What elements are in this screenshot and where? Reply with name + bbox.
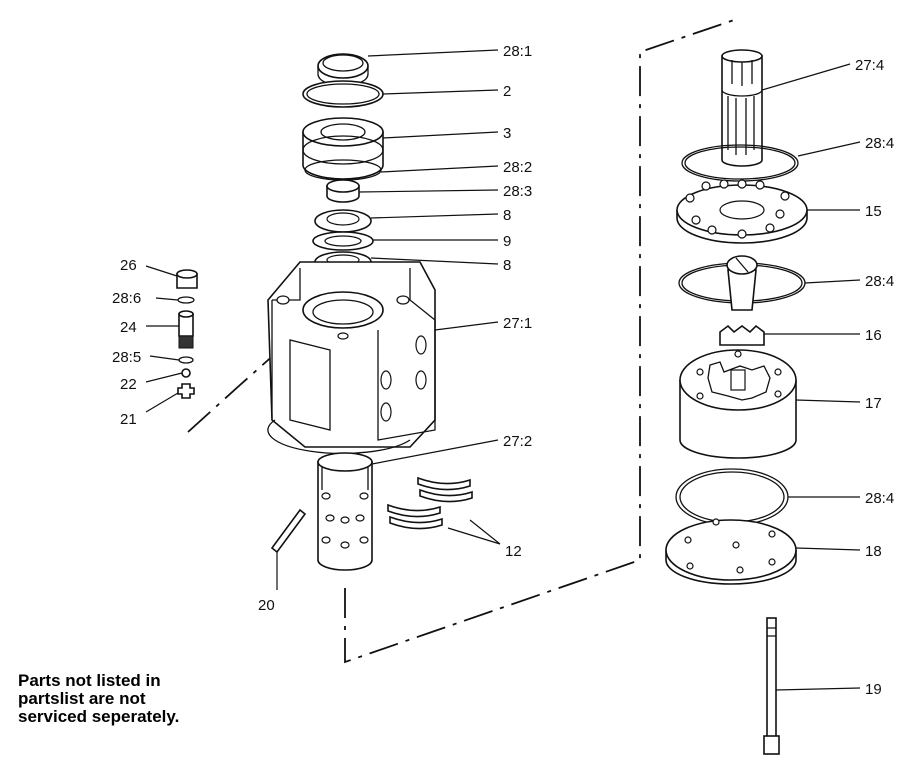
callout-26: 26	[120, 257, 137, 274]
gear-ring-17	[679, 349, 797, 459]
callout-8-upper: 8	[503, 207, 511, 224]
callout-12: 12	[505, 543, 522, 560]
callout-24: 24	[120, 319, 137, 336]
drive-shaft-27-4	[721, 49, 763, 167]
callout-28-1: 28:1	[503, 43, 532, 60]
callout-9: 9	[503, 233, 511, 250]
callout-19: 19	[865, 681, 882, 698]
callout-28-6: 28:6	[112, 290, 141, 307]
callout-16: 16	[865, 327, 882, 344]
check-valve-assembly	[176, 269, 198, 399]
callout-15: 15	[865, 203, 882, 220]
leader-lines	[145, 49, 861, 691]
springs-12	[387, 476, 473, 530]
o-ring-2	[302, 80, 384, 108]
valve-plate-15	[676, 179, 808, 244]
footnote-line-3: serviced seperately.	[18, 707, 179, 726]
pin-20	[270, 508, 307, 554]
callout-28-5: 28:5	[112, 349, 141, 366]
callout-8-lower: 8	[503, 257, 511, 274]
callout-28-4-top: 28:4	[865, 135, 894, 152]
bolt-19	[763, 617, 780, 755]
sleeve-27-2	[317, 452, 373, 571]
callout-28-4-middle: 28:4	[865, 273, 894, 290]
bushing-3	[302, 117, 384, 180]
callout-3: 3	[503, 125, 511, 142]
callout-27-1: 27:1	[503, 315, 532, 332]
o-ring-28-4-lower	[675, 468, 789, 526]
footnote: Parts not listed in partslist are not se…	[18, 671, 179, 726]
footnote-line-2: partslist are not	[18, 689, 146, 708]
callout-21: 21	[120, 411, 137, 428]
gear-rotor-16	[719, 324, 765, 346]
housing-27-1	[267, 261, 436, 455]
seal-28-3	[326, 179, 360, 203]
callout-27-4: 27:4	[855, 57, 884, 74]
callout-2: 2	[503, 83, 511, 100]
bearing-9	[312, 231, 374, 251]
callout-20: 20	[258, 597, 275, 614]
callout-28-4-lower: 28:4	[865, 490, 894, 507]
callout-17: 17	[865, 395, 882, 412]
end-cover-18	[665, 518, 797, 585]
callout-28-2: 28:2	[503, 159, 532, 176]
callout-27-2: 27:2	[503, 433, 532, 450]
washer-8-upper	[314, 209, 372, 233]
callout-18: 18	[865, 543, 882, 560]
callout-28-3: 28:3	[503, 183, 532, 200]
footnote-line-1: Parts not listed in	[18, 671, 161, 690]
callout-22: 22	[120, 376, 137, 393]
cardan-shaft	[726, 255, 758, 311]
callout-labels: 28:1 2 3 28:2 28:3 8 9 8 27:1 27:2 12 20…	[112, 43, 894, 698]
